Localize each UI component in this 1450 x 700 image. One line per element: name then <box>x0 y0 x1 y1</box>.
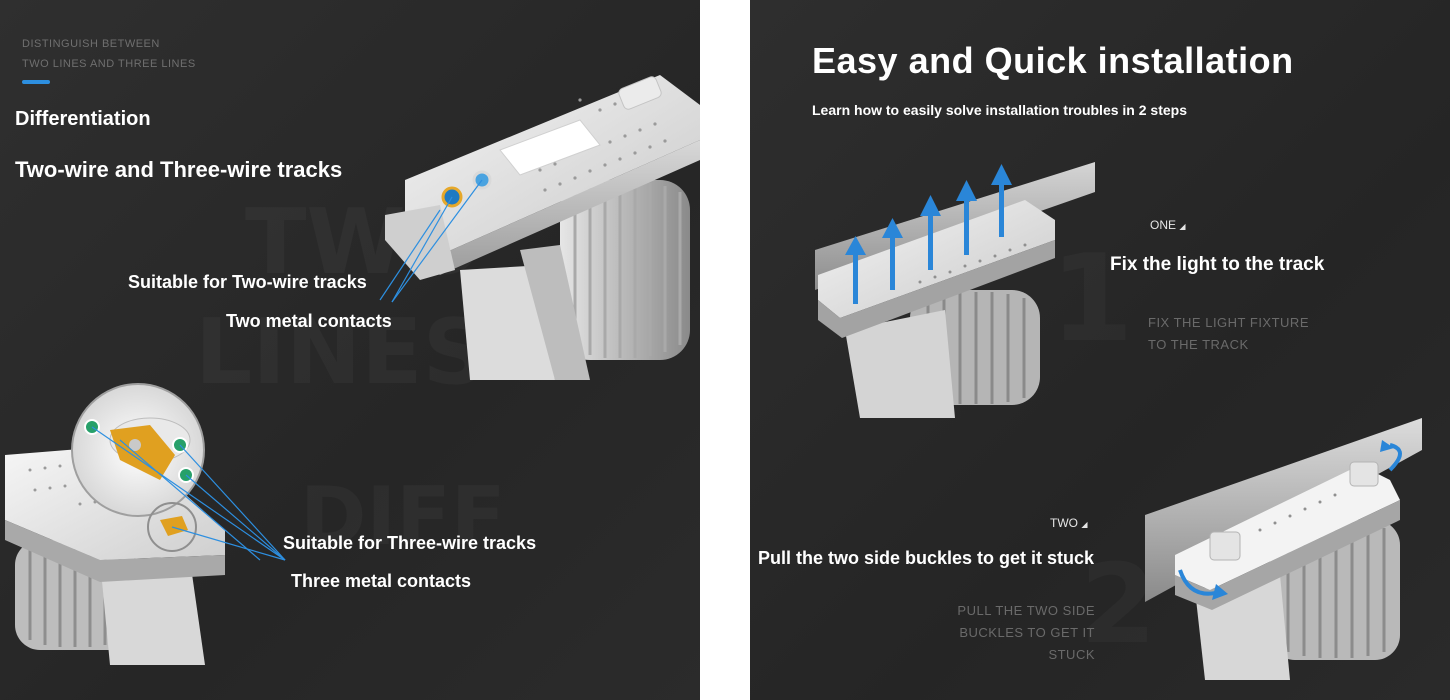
curved-arrow-icon <box>1388 443 1402 472</box>
step-one-caption-line: TO THE TRACK <box>1148 337 1249 352</box>
track-adaptor-body <box>405 75 700 255</box>
track-adaptor-side <box>818 240 1055 338</box>
up-arrow-icon <box>956 180 977 255</box>
step-two-caption: PULL THE TWO SIDE BUCKLES TO GET IT STUC… <box>945 600 1095 666</box>
arrowhead-icon <box>1212 584 1228 600</box>
arrowhead-icon <box>1380 440 1394 452</box>
three-wire-callout-title: Suitable for Three-wire tracks <box>283 533 537 553</box>
track-adaptor-side <box>405 140 700 275</box>
adaptor-knob <box>618 76 662 110</box>
eyebrow-line-1: DISTINGUISH BETWEEN <box>22 38 160 50</box>
callout-lines <box>91 426 286 561</box>
installation-panel: 1 2 Easy and Quick installation Learn ho… <box>750 0 1450 700</box>
contact-plate <box>160 516 188 536</box>
vent-holes <box>918 243 1027 284</box>
vent-holes <box>538 98 667 192</box>
step-one-illustration <box>815 162 1095 418</box>
adaptor-knob <box>1349 461 1379 487</box>
adaptor-ridge <box>499 119 601 176</box>
step-one-title: Fix the light to the track <box>1110 254 1325 275</box>
accent-bar <box>22 80 50 84</box>
up-arrow-icon <box>920 195 941 270</box>
panel-title: Easy and Quick installation <box>812 40 1294 81</box>
section-heading: Differentiation <box>15 108 151 130</box>
step-two-caption-line: PULL THE TWO SIDE <box>957 603 1095 618</box>
adaptor-knob <box>1209 531 1241 561</box>
track-adaptor-side <box>5 520 225 582</box>
step-two-number-label: TWO <box>1050 516 1078 530</box>
panel-subtitle: Learn how to easily solve installation t… <box>812 102 1187 118</box>
mount-arm <box>845 310 955 418</box>
step-two-caption-line: STUCK <box>1048 647 1095 662</box>
up-arrow-icon <box>991 164 1012 237</box>
eyebrow-line-2: TWO LINES AND THREE LINES <box>22 58 196 70</box>
track-adaptor-side <box>1175 500 1400 610</box>
step-two-illustration <box>1145 418 1422 680</box>
contact-plate <box>110 425 175 480</box>
step-one-caption: FIX THE LIGHT FIXTURE TO THE TRACK <box>1148 312 1309 356</box>
up-arrow-icon <box>845 236 866 304</box>
track-adaptor-body <box>818 200 1055 318</box>
three-wire-fixture-illustration <box>5 383 286 665</box>
mount-arm <box>100 560 205 665</box>
vent-holes <box>1258 493 1337 532</box>
step-two-number: TWO ◢ <box>1050 516 1088 530</box>
step-one-number: ONE ◢ <box>1150 218 1186 232</box>
step-two-title: Pull the two side buckles to get it stuc… <box>758 548 1095 568</box>
two-wire-fixture-illustration <box>379 75 700 380</box>
push-up-arrows <box>845 164 1012 304</box>
mount-arm-side <box>520 245 590 380</box>
up-arrow-icon <box>882 218 903 290</box>
three-wire-callout-detail: Three metal contacts <box>291 571 472 591</box>
step-one-caption-line: FIX THE LIGHT FIXTURE <box>1148 315 1309 330</box>
heatsink <box>560 180 690 360</box>
corner-marker-icon: ◢ <box>1179 222 1186 231</box>
step-one-number-label: ONE <box>1150 218 1177 232</box>
callout-lines <box>379 179 483 303</box>
two-wire-callout-title: Suitable for Two-wire tracks <box>128 272 367 292</box>
differentiation-panel: TWO LINES DIFF DISTINGUISH BETWEEN TWO L… <box>0 0 700 700</box>
contact-highlight-ring <box>147 502 197 552</box>
step-two-caption-line: BUCKLES TO GET IT <box>959 625 1095 640</box>
track-clip <box>385 205 455 280</box>
mount-arm <box>460 265 555 380</box>
corner-marker-icon: ◢ <box>1081 520 1088 529</box>
section-subheading: Two-wire and Three-wire tracks <box>15 157 343 182</box>
two-wire-callout-detail: Two metal contacts <box>226 311 392 331</box>
